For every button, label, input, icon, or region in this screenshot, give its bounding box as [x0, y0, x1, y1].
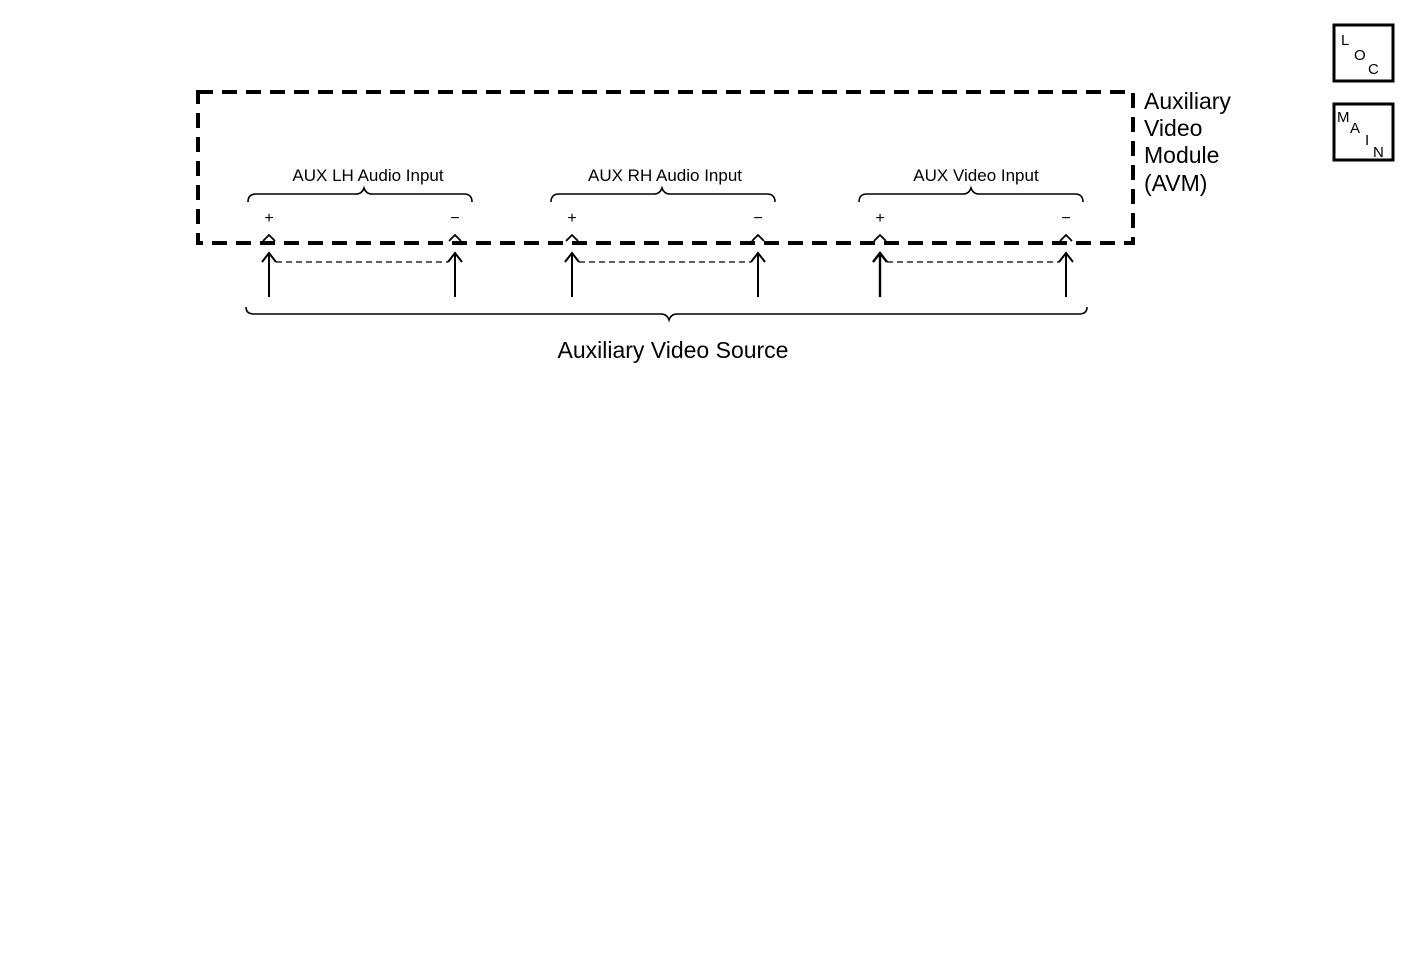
loc-letter-o: O — [1354, 47, 1366, 64]
plus-wire — [872, 251, 888, 297]
minus-wire — [1058, 251, 1074, 297]
main-button[interactable]: M A I N — [1332, 102, 1395, 162]
loc-button[interactable]: L O C — [1332, 23, 1395, 83]
minus-wire — [750, 251, 766, 297]
module-label-line-1: Auxiliary — [1144, 88, 1231, 114]
input-group-aux-rh-audio: AUX RH Audio Input + − — [550, 166, 776, 297]
main-letter-m: M — [1337, 109, 1350, 126]
input-brace — [858, 185, 1084, 203]
module-label-line-2: Video — [1144, 115, 1202, 141]
minus-wire — [447, 251, 463, 297]
minus-connector — [1059, 233, 1073, 242]
minus-connector — [751, 233, 765, 242]
input-label: AUX LH Audio Input — [292, 166, 443, 185]
plus-terminal-label: + — [875, 210, 884, 227]
main-letter-i: I — [1365, 132, 1369, 149]
input-brace — [550, 185, 776, 203]
input-brace — [247, 185, 473, 203]
plus-connector — [873, 233, 887, 242]
loc-letter-c: C — [1368, 61, 1379, 78]
main-letter-n: N — [1373, 144, 1384, 161]
plus-wire — [261, 251, 277, 297]
plus-terminal-label: + — [264, 210, 273, 227]
input-label: AUX Video Input — [913, 166, 1039, 185]
input-group-aux-video: AUX Video Input + − — [858, 166, 1084, 297]
plus-connector — [262, 233, 276, 242]
loc-letter-l: L — [1341, 32, 1349, 49]
input-label: AUX RH Audio Input — [588, 166, 742, 185]
input-group-aux-lh-audio: AUX LH Audio Input + − — [247, 166, 473, 297]
minus-terminal-label: − — [1061, 210, 1070, 227]
source-brace — [245, 306, 1088, 323]
module-boundary — [196, 90, 1135, 245]
main-letter-a: A — [1350, 120, 1360, 137]
plus-connector — [565, 233, 579, 242]
minus-connector — [448, 233, 462, 242]
plus-terminal-label: + — [567, 210, 576, 227]
plus-wire — [564, 251, 580, 297]
minus-terminal-label: − — [450, 210, 459, 227]
minus-terminal-label: − — [753, 210, 762, 227]
module-label-line-4: (AVM) — [1144, 170, 1207, 196]
source-label: Auxiliary Video Source — [558, 337, 789, 363]
module-label-line-3: Module — [1144, 142, 1219, 168]
